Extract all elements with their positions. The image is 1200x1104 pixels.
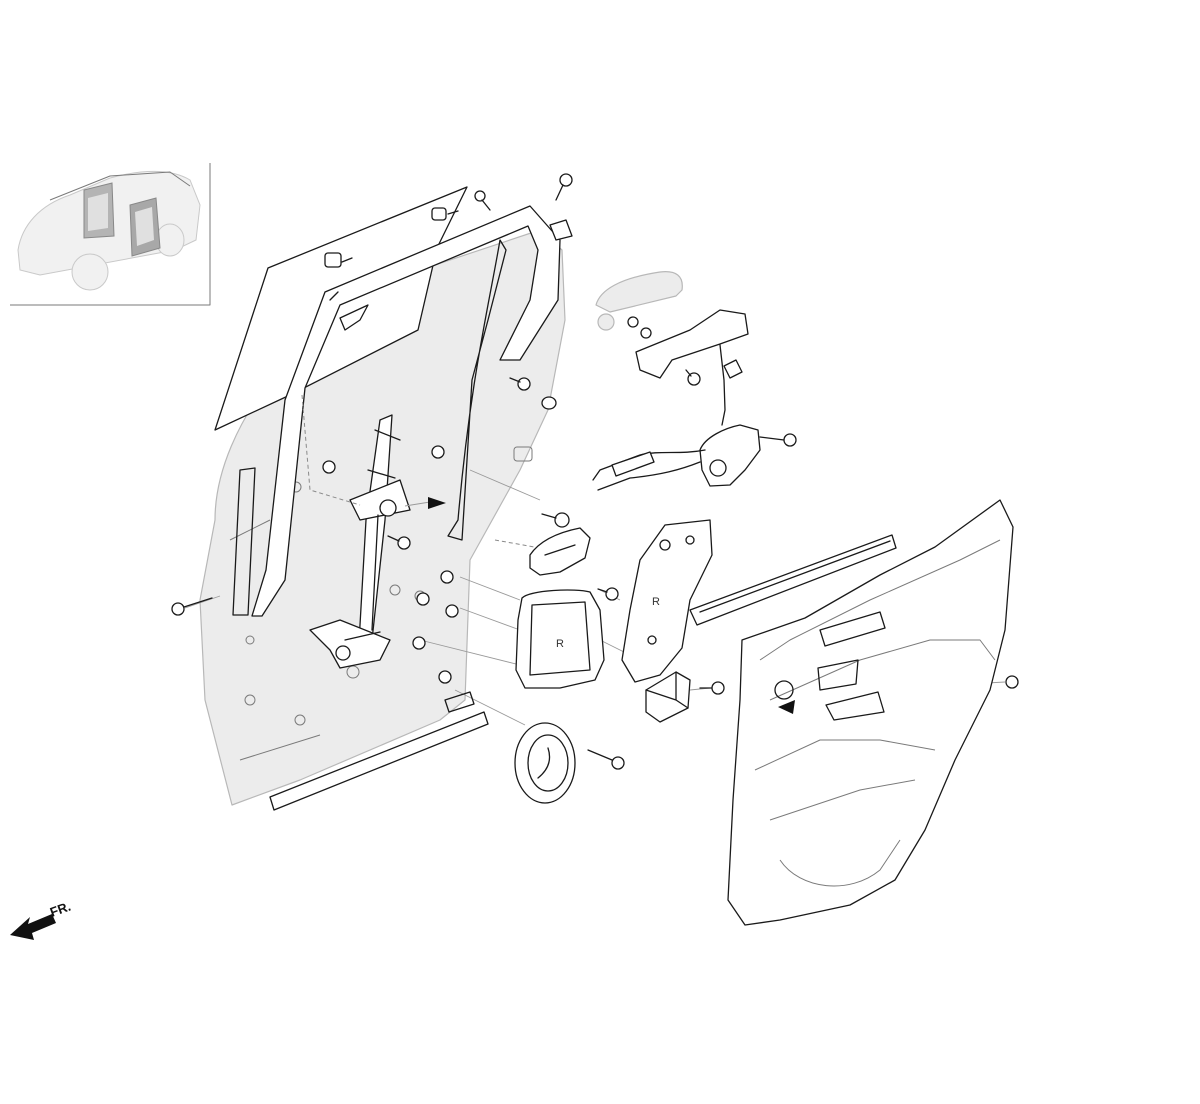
outer-handle-frame (635, 309, 749, 426)
bolt (541, 396, 557, 410)
hole-seal-mark: R (652, 596, 660, 608)
front-label: FR. (48, 899, 73, 920)
door-glass (214, 186, 468, 431)
inset-frame (10, 163, 211, 306)
install-direction-arrow (428, 497, 446, 509)
bolt (474, 190, 491, 211)
bolt (416, 570, 459, 684)
service-hole-cover: R (515, 589, 605, 689)
window-regulator (309, 414, 411, 669)
door-weatherstrip-outer (689, 534, 897, 626)
glass-clip (324, 207, 459, 268)
bolt (322, 460, 336, 474)
hole-seal: R (621, 519, 713, 683)
fasteners (171, 173, 1019, 770)
front-direction-indicator: FR. (10, 899, 73, 940)
bolt (509, 377, 531, 391)
bolt (759, 433, 797, 447)
outer-door-handle (595, 271, 683, 331)
bolt (541, 512, 570, 528)
bolt (171, 597, 213, 616)
inner-door-handle (529, 527, 591, 576)
door-lining (727, 499, 1014, 926)
door-speaker (514, 722, 576, 804)
bolt (587, 749, 625, 770)
door-control-unit (645, 671, 691, 723)
bolt (387, 535, 411, 550)
door-lower-molding (269, 691, 489, 811)
bolt (549, 219, 573, 241)
bolt (699, 681, 725, 695)
vehicle-locator-icon (17, 171, 201, 291)
bolt (685, 369, 701, 386)
bolt (412, 636, 426, 650)
door-lock-actuator (592, 424, 761, 491)
service-cover-mark: R (556, 638, 564, 650)
door-sash-channel (232, 205, 561, 617)
bolt (597, 587, 619, 601)
front-direction-arrow-icon (10, 914, 56, 940)
bolt (627, 316, 652, 339)
bolt (555, 173, 573, 201)
vehicle-locator-inset (10, 163, 211, 306)
bolt (431, 445, 445, 459)
bolt (1005, 675, 1019, 689)
